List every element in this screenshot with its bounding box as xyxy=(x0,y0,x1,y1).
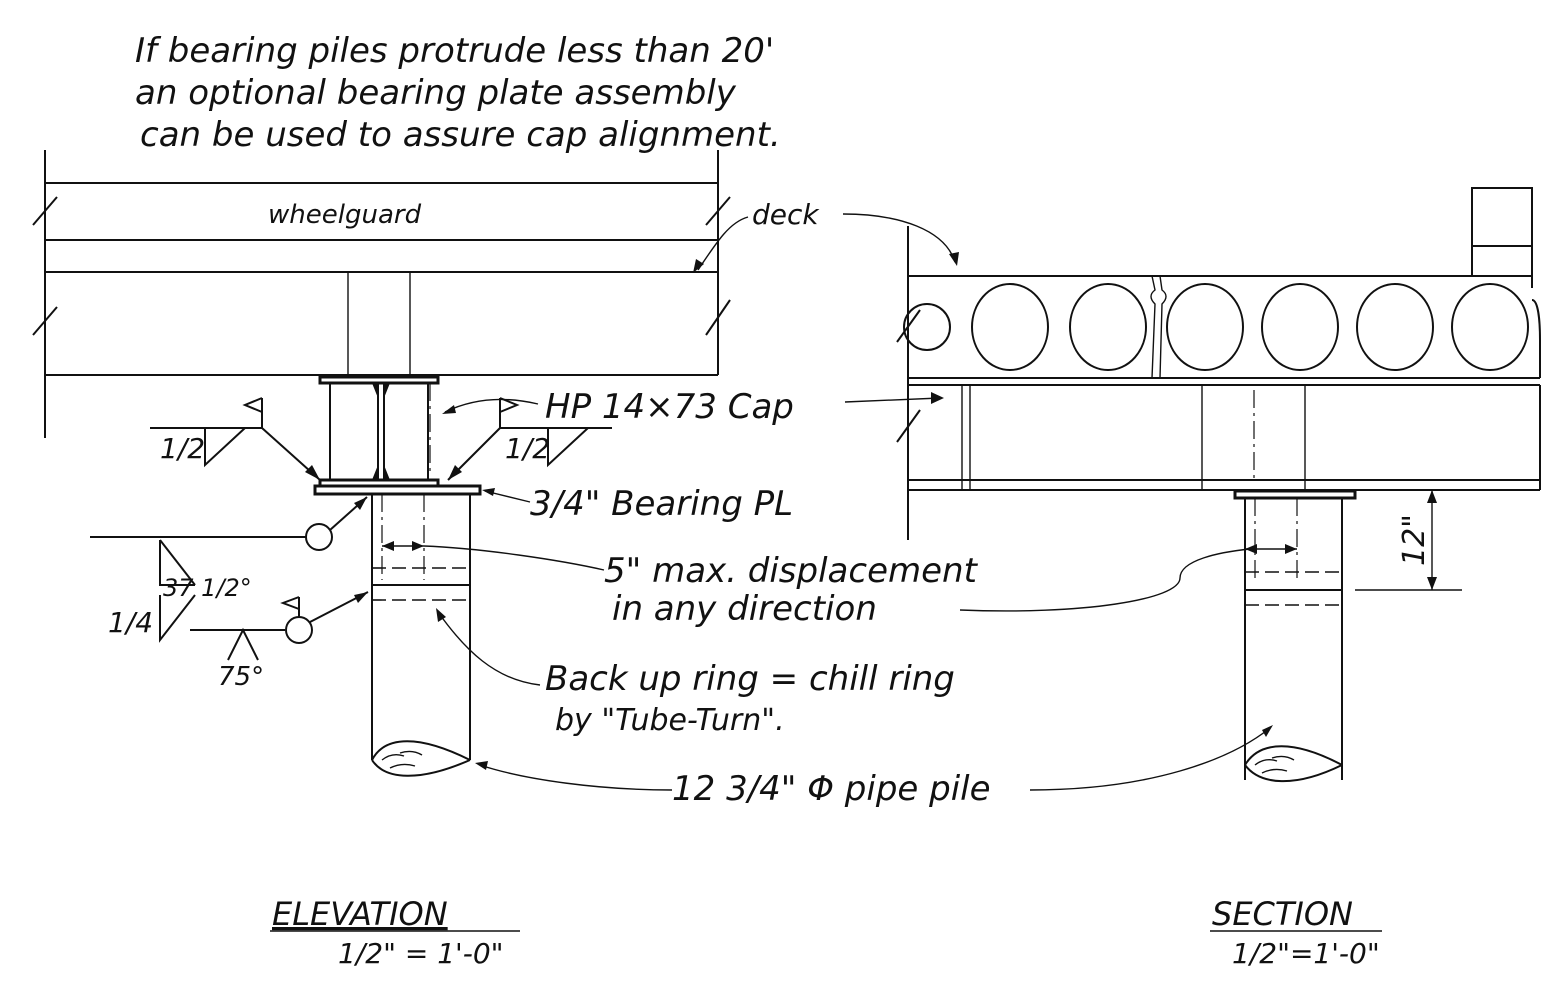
leaders xyxy=(423,213,1273,791)
deck-void xyxy=(903,303,951,351)
wheelguard-label: wheelguard xyxy=(268,200,422,230)
weld-angle-lower: 75° xyxy=(218,662,264,692)
displacement-label-2: in any direction xyxy=(612,589,877,629)
view-titles: ELEVATION 1/2" = 1'-0" SECTION 1/2"=1'-0… xyxy=(270,895,1382,970)
general-note: If bearing piles protrude less than 20' … xyxy=(135,31,781,155)
backup-ring-label-1: Back up ring = chill ring xyxy=(545,659,955,699)
bearing-plate-label: 3/4" Bearing PL xyxy=(530,484,793,524)
deck-void xyxy=(971,283,1049,371)
deck-void xyxy=(1166,283,1244,371)
displacement-label-1: 5" max. displacement xyxy=(604,551,979,591)
callouts: deck HP 14×73 Cap 3/4" Bearing PL 5" max… xyxy=(530,198,991,809)
section-title: SECTION xyxy=(1212,895,1353,933)
elevation-title: ELEVATION xyxy=(272,895,448,933)
dim-12-label: 12" xyxy=(1397,514,1432,566)
deck-void xyxy=(1451,283,1529,371)
pipe-pile-label: 12 3/4" Φ pipe pile xyxy=(672,769,991,809)
deck-void xyxy=(1069,283,1147,371)
elevation-view: wheelguard xyxy=(32,150,731,777)
weld-left-size: 1/2 xyxy=(160,432,205,465)
elevation-scale: 1/2" = 1'-0" xyxy=(338,937,504,970)
deck-void xyxy=(1261,283,1339,371)
deck-label: deck xyxy=(752,198,820,231)
backup-ring-label-2: by "Tube-Turn". xyxy=(555,703,785,738)
weld-right-size: 1/2 xyxy=(505,432,550,465)
cap-label: HP 14×73 Cap xyxy=(545,387,794,427)
deck-void xyxy=(1356,283,1434,371)
section-view: 12" xyxy=(896,187,1541,783)
note-line-2: an optional bearing plate assembly xyxy=(135,73,737,113)
weld-pile-size: 1/4 xyxy=(108,606,153,639)
weld-angle-upper: 37 1/2° xyxy=(163,574,252,602)
section-scale: 1/2"=1'-0" xyxy=(1232,937,1380,970)
note-line-1: If bearing piles protrude less than 20' xyxy=(135,31,774,71)
note-line-3: can be used to assure cap alignment. xyxy=(140,115,781,155)
